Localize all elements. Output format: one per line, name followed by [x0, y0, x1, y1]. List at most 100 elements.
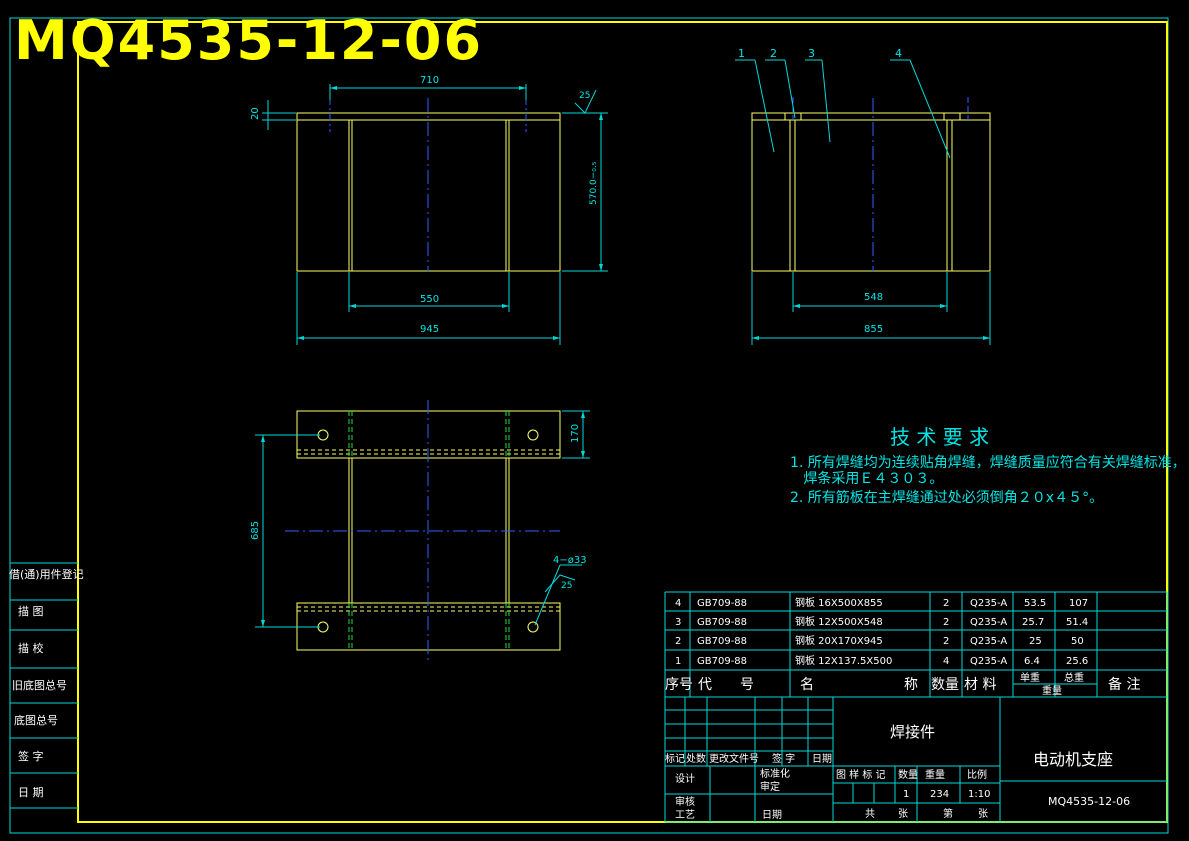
hole-note: 4−ø33 [553, 555, 587, 566]
tech-title: 技 术 要 求 [890, 425, 989, 449]
callout-4: 4 [895, 47, 902, 60]
bom-row-material: Q235-A [970, 617, 1007, 628]
label-date: 日期 [762, 809, 782, 821]
bom-row-name: 钢板 12X500X548 [795, 615, 883, 628]
bom-row-material: Q235-A [970, 598, 1007, 609]
rev-label-2: 更改文件号 [709, 752, 759, 765]
bom-row-qty: 2 [943, 598, 949, 609]
value-scale: 1:10 [968, 789, 990, 800]
bom-row-total: 51.4 [1066, 617, 1088, 628]
dim-570: 570.0−₀.₅ [589, 161, 599, 205]
plan-view [255, 400, 590, 660]
callout-3: 3 [808, 47, 815, 60]
strip-label-3: 旧底图总号 [12, 678, 67, 692]
bom-row-qty: 2 [943, 617, 949, 628]
strip-label-0: 借(通)用件登记 [9, 567, 84, 581]
label-sheet: 张 [898, 808, 908, 820]
stage-header-0: 图 样 标 记 [836, 768, 886, 781]
inner-frame [77, 21, 1168, 823]
strip-label-4: 底图总号 [14, 713, 58, 727]
title-block-grid [665, 592, 1168, 823]
bom-header-material: 材 料 [964, 677, 996, 693]
part-type: 焊接件 [890, 723, 935, 741]
bom-header-note: 备 注 [1108, 676, 1140, 693]
drawing-no-block: MQ4535-12-06 [1048, 795, 1130, 808]
bom-row-code: GB709-88 [697, 598, 747, 609]
bom-header-weight: 重量 [1042, 684, 1062, 697]
dim-170: 170 [570, 424, 581, 443]
strip-label-2: 描 校 [18, 641, 44, 655]
label-check: 审核 [675, 795, 695, 808]
tech-line-3: 2. 所有筋板在主焊缝通过处必须倒角２０x４５°。 [790, 489, 1103, 506]
part-name: 电动机支座 [1033, 750, 1113, 769]
bom-row-qty: 2 [943, 636, 949, 647]
label-page: 第 [943, 807, 953, 820]
bom-row-unit: 25 [1029, 636, 1042, 647]
bom-header-total: 总重 [1064, 671, 1084, 684]
tech-line-1: 1. 所有焊缝均为连续贴角焊缝，焊缝质量应符合有关焊缝标准， [790, 454, 1186, 471]
dim-550: 550 [420, 294, 439, 305]
front-view [262, 84, 608, 345]
bom-header-code: 代 号 [698, 677, 754, 693]
rev-label-1: 处数 [686, 752, 706, 765]
surface-mark: 25 [579, 91, 590, 101]
bom-table-grid [664, 591, 1167, 822]
stage-header-3: 比例 [967, 768, 987, 781]
side-view [735, 59, 991, 345]
bom-row-qty: 4 [943, 656, 949, 667]
label-approve: 审定 [760, 780, 780, 793]
label-page-unit: 张 [978, 808, 988, 820]
bom-header-name2: 称 [904, 677, 918, 693]
bom-row-total: 25.6 [1066, 656, 1088, 667]
rev-label-4: 日期 [812, 753, 832, 765]
bom-row-no: 2 [675, 636, 681, 647]
strip-label-5: 签 字 [18, 749, 44, 763]
label-standard: 标准化 [760, 767, 790, 780]
hole-mark: 25 [561, 581, 572, 591]
rev-label-0: 标记 [665, 753, 685, 765]
bom-row-total: 50 [1071, 636, 1084, 647]
value-weight: 234 [930, 789, 949, 800]
tech-line-2: 焊条采用Ｅ４３０３。 [790, 470, 943, 487]
bom-row-no: 4 [675, 598, 681, 609]
dim-20: 20 [250, 107, 261, 120]
stage-header-1: 数量 [898, 768, 918, 781]
bom-header-no: 序号 [665, 677, 693, 693]
bom-row-unit: 25.7 [1022, 617, 1044, 628]
dim-685: 685 [250, 521, 261, 540]
bom-row-material: Q235-A [970, 656, 1007, 667]
bom-row-code: GB709-88 [697, 617, 747, 628]
label-sheets: 共 [865, 808, 875, 820]
bom-row-name: 钢板 20X170X945 [795, 634, 883, 647]
dim-710: 710 [420, 75, 439, 86]
callout-2: 2 [770, 47, 777, 60]
strip-label-6: 日 期 [18, 786, 44, 799]
stage-header-2: 重量 [925, 768, 945, 781]
bom-row-code: GB709-88 [697, 636, 747, 647]
bom-row-name: 钢板 16X500X855 [795, 596, 883, 609]
bom-header-name: 名 [800, 677, 814, 693]
bom-header-unit: 单重 [1020, 671, 1040, 684]
dim-945: 945 [420, 324, 439, 335]
bom-row-no: 1 [675, 656, 681, 667]
bom-row-unit: 53.5 [1024, 598, 1046, 609]
bom-row-unit: 6.4 [1024, 656, 1040, 667]
outer-frame [9, 17, 1169, 834]
callout-1: 1 [738, 47, 745, 60]
bom-row-material: Q235-A [970, 636, 1007, 647]
bom-header-qty: 数量 [931, 677, 959, 693]
left-strip [10, 562, 78, 809]
dim-855: 855 [864, 324, 883, 335]
label-design: 设计 [675, 772, 695, 785]
bom-row-total: 107 [1069, 598, 1088, 609]
rev-label-3: 签 字 [772, 752, 795, 765]
dim-548: 548 [864, 292, 883, 303]
bom-row-code: GB709-88 [697, 656, 747, 667]
bom-row-no: 3 [675, 617, 681, 628]
strip-label-1: 描 图 [18, 604, 44, 618]
label-process: 工艺 [675, 809, 695, 821]
drawing-number-title: MQ4535-12-06 [14, 9, 484, 72]
value-qty: 1 [903, 789, 909, 800]
bom-row-name: 钢板 12X137.5X500 [795, 654, 892, 667]
